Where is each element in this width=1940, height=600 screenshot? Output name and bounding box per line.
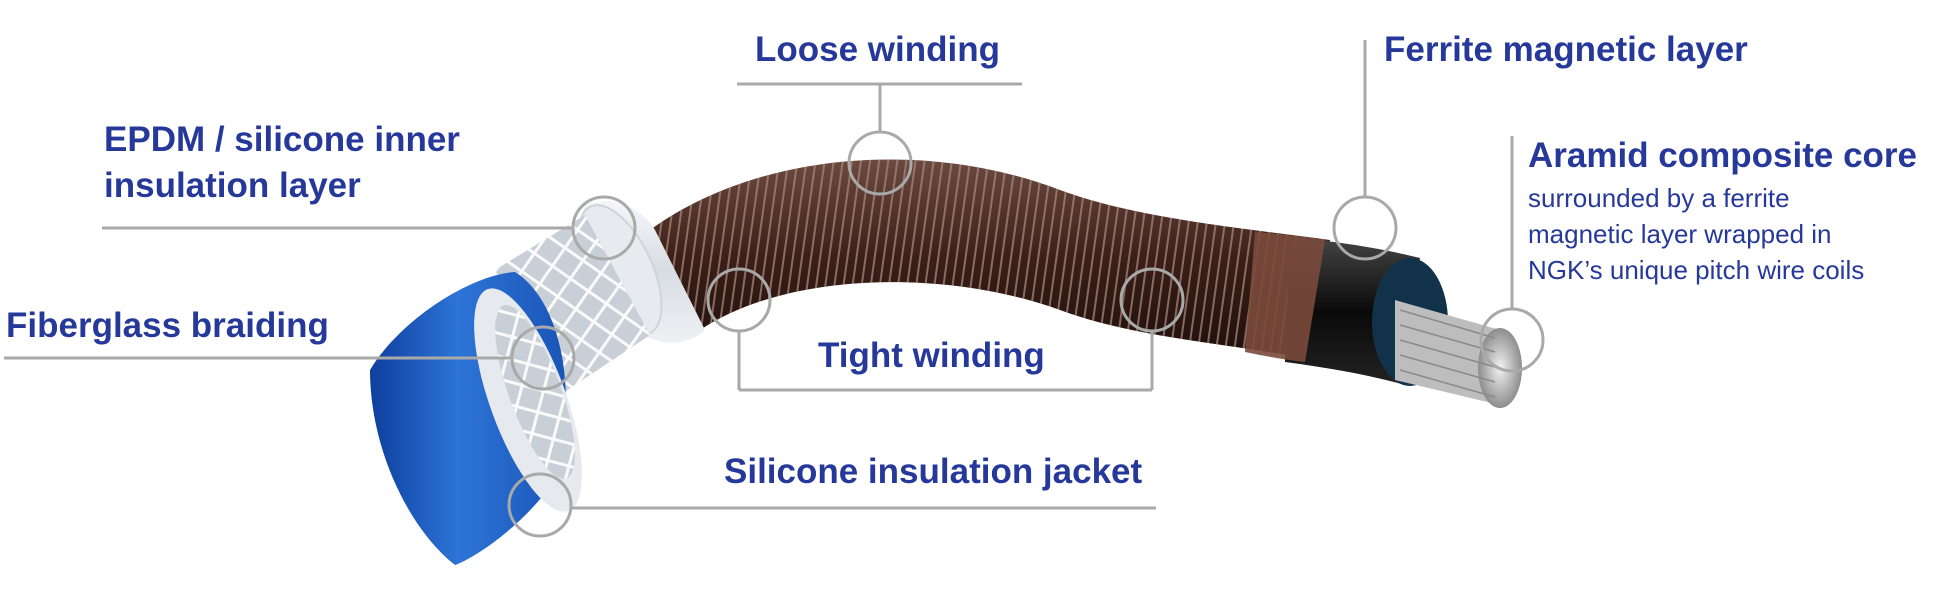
aramid-description-line-2: magnetic layer wrapped in: [1528, 219, 1832, 249]
aramid-description-line-1: surrounded by a ferrite: [1528, 183, 1790, 213]
label-epdm-line-1: EPDM / silicone inner: [104, 120, 460, 159]
label-silicone-insulation-jacket: Silicone insulation jacket: [724, 452, 1143, 491]
label-loose-winding: Loose winding: [755, 30, 1000, 69]
label-aramid-composite-core: Aramid composite core: [1528, 136, 1917, 175]
label-ferrite-magnetic-layer: Ferrite magnetic layer: [1384, 30, 1748, 69]
label-epdm-line-2: insulation layer: [104, 166, 361, 205]
label-fiberglass-braiding: Fiberglass braiding: [6, 306, 329, 345]
aramid-description-line-3: NGK’s unique pitch wire coils: [1528, 255, 1865, 285]
label-tight-winding: Tight winding: [818, 336, 1045, 375]
